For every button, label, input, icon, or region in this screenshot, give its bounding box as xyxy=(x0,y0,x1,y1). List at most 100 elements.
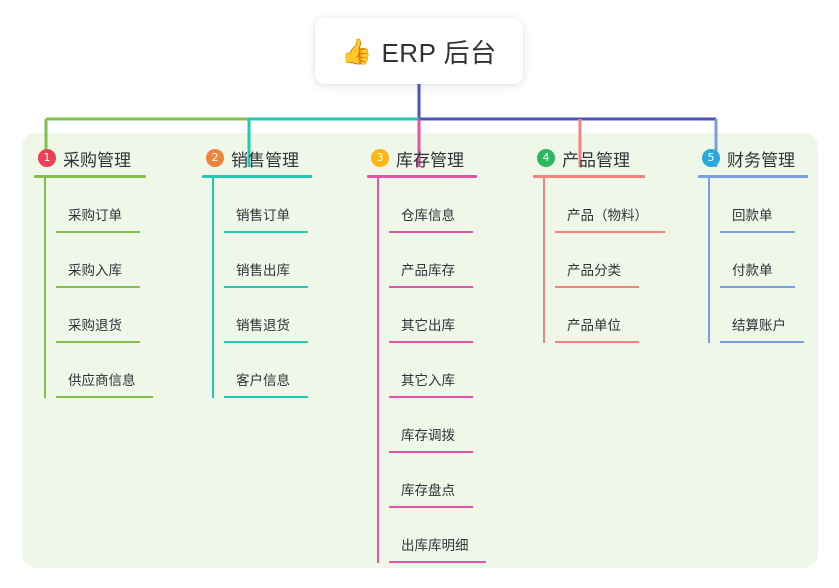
branch-item-label: 客户信息 xyxy=(236,373,290,388)
branch-number-badge: 3 xyxy=(371,149,389,167)
branch-spine xyxy=(377,178,379,563)
branch-item[interactable]: 采购入库 xyxy=(56,233,146,288)
branch-header-rule xyxy=(34,175,146,178)
branch-column-4: 4 产品管理产品（物料） 产品分类产品单位 xyxy=(533,146,665,343)
branch-item-rule xyxy=(389,286,473,288)
branch-item-rule xyxy=(389,451,473,453)
branch-header-3[interactable]: 3 库存管理 xyxy=(367,146,477,170)
branch-item-list: 回款单付款单结算账户 xyxy=(708,178,808,343)
branch-item[interactable]: 产品库存 xyxy=(389,233,477,288)
branch-item-list: 产品（物料） 产品分类产品单位 xyxy=(543,178,665,343)
branch-item[interactable]: 付款单 xyxy=(720,233,808,288)
branch-item[interactable]: 采购退货 xyxy=(56,288,146,343)
branch-item-rule xyxy=(389,396,473,398)
branch-item[interactable]: 库存盘点 xyxy=(389,453,477,508)
branch-item-rule xyxy=(56,231,140,233)
branch-title: 产品管理 xyxy=(562,150,630,170)
branch-item-rule xyxy=(56,286,140,288)
branch-item-rule xyxy=(555,286,639,288)
branch-item-label: 库存调拨 xyxy=(401,428,455,443)
branch-header-5[interactable]: 5 财务管理 xyxy=(698,146,808,170)
branch-item[interactable]: 其它出库 xyxy=(389,288,477,343)
branch-spine xyxy=(543,178,545,343)
branch-item-label: 结算账户 xyxy=(732,318,786,333)
branch-header-1[interactable]: 1 采购管理 xyxy=(34,146,146,170)
branch-header-4[interactable]: 4 产品管理 xyxy=(533,146,645,170)
branch-item-label: 其它出库 xyxy=(401,318,455,333)
branch-item[interactable]: 结算账户 xyxy=(720,288,808,343)
branch-item-label: 采购订单 xyxy=(68,208,122,223)
branch-item-label: 产品（物料） xyxy=(567,208,648,223)
thumbs-up-icon: 👍 xyxy=(341,36,373,66)
branch-column-1: 1 采购管理采购订单采购入库采购退货供应商信息 xyxy=(34,146,153,398)
branch-header-rule xyxy=(698,175,808,178)
branch-number-badge: 2 xyxy=(206,149,224,167)
branch-item-label: 采购入库 xyxy=(68,263,122,278)
branch-column-2: 2 销售管理销售订单销售出库销售退货客户信息 xyxy=(202,146,312,398)
branch-item-rule xyxy=(224,231,308,233)
branch-item[interactable]: 产品单位 xyxy=(555,288,645,343)
branch-title: 采购管理 xyxy=(63,150,131,170)
branch-header-rule xyxy=(202,175,312,178)
branch-spine xyxy=(212,178,214,398)
branch-item-label: 产品库存 xyxy=(401,263,455,278)
diagram-panel xyxy=(22,133,818,568)
branch-spine xyxy=(708,178,710,343)
branch-item[interactable]: 销售订单 xyxy=(224,178,312,233)
branch-item[interactable]: 库存调拨 xyxy=(389,398,477,453)
branch-item[interactable]: 供应商信息 xyxy=(56,343,153,398)
branch-item-rule xyxy=(224,286,308,288)
branch-title: 销售管理 xyxy=(231,150,299,170)
branch-item-label: 产品单位 xyxy=(567,318,621,333)
branch-title: 库存管理 xyxy=(396,150,464,170)
branch-header-rule xyxy=(367,175,477,178)
branch-item-list: 销售订单销售出库销售退货客户信息 xyxy=(212,178,312,398)
branch-item-label: 产品分类 xyxy=(567,263,621,278)
branch-item[interactable]: 出库库明细 xyxy=(389,508,486,563)
branch-item-label: 仓库信息 xyxy=(401,208,455,223)
branch-item-rule xyxy=(720,231,795,233)
branch-item-label: 供应商信息 xyxy=(68,373,136,388)
branch-item-label: 回款单 xyxy=(732,208,773,223)
branch-item-rule xyxy=(389,506,473,508)
branch-column-5: 5 财务管理回款单付款单结算账户 xyxy=(698,146,808,343)
branch-item-rule xyxy=(555,231,665,233)
branch-item-label: 销售出库 xyxy=(236,263,290,278)
root-node-card[interactable]: 👍 ERP 后台 xyxy=(315,18,523,84)
branch-item-rule xyxy=(56,341,140,343)
branch-item-label: 销售订单 xyxy=(236,208,290,223)
branch-item-rule xyxy=(720,286,795,288)
branch-item-list: 采购订单采购入库采购退货供应商信息 xyxy=(44,178,153,398)
branch-item-rule xyxy=(224,341,308,343)
branch-title: 财务管理 xyxy=(727,150,795,170)
branch-item-rule xyxy=(389,561,486,563)
branch-item-rule xyxy=(224,396,308,398)
branch-number-badge: 4 xyxy=(537,149,555,167)
branch-column-3: 3 库存管理仓库信息产品库存其它出库其它入库库存调拨库存盘点出库库明细 xyxy=(367,146,486,563)
root-node-title: ERP 后台 xyxy=(381,37,497,68)
branch-item[interactable]: 销售出库 xyxy=(224,233,312,288)
branch-item[interactable]: 采购订单 xyxy=(56,178,146,233)
branch-item-label: 付款单 xyxy=(732,263,773,278)
branch-item[interactable]: 销售退货 xyxy=(224,288,312,343)
branch-item-rule xyxy=(389,341,473,343)
branch-item[interactable]: 回款单 xyxy=(720,178,808,233)
branch-item-label: 其它入库 xyxy=(401,373,455,388)
branch-item[interactable]: 客户信息 xyxy=(224,343,312,398)
branch-item[interactable]: 产品（物料） xyxy=(555,178,665,233)
branch-item[interactable]: 其它入库 xyxy=(389,343,477,398)
branch-item[interactable]: 产品分类 xyxy=(555,233,645,288)
branch-item-rule xyxy=(555,341,639,343)
branch-item-label: 出库库明细 xyxy=(401,538,469,553)
branch-item[interactable]: 仓库信息 xyxy=(389,178,477,233)
branch-item-label: 采购退货 xyxy=(68,318,122,333)
branch-spine xyxy=(44,178,46,398)
branch-item-label: 库存盘点 xyxy=(401,483,455,498)
branch-number-badge: 1 xyxy=(38,149,56,167)
branch-item-label: 销售退货 xyxy=(236,318,290,333)
branch-header-2[interactable]: 2 销售管理 xyxy=(202,146,312,170)
branch-number-badge: 5 xyxy=(702,149,720,167)
branch-item-list: 仓库信息产品库存其它出库其它入库库存调拨库存盘点出库库明细 xyxy=(377,178,486,563)
branch-item-rule xyxy=(389,231,473,233)
